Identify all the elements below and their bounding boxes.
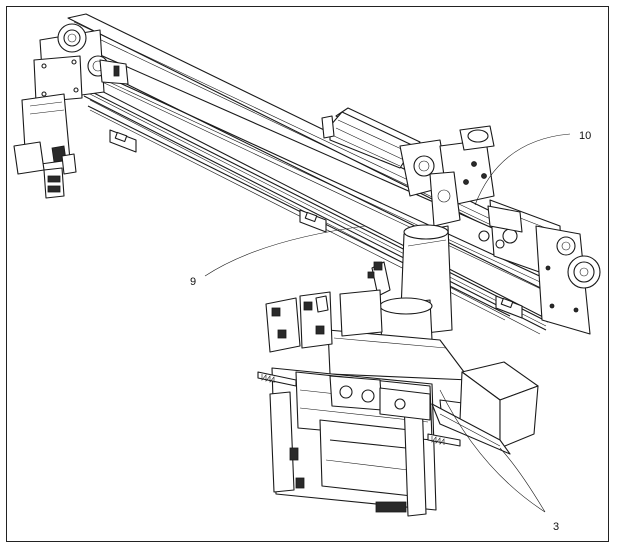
vertical-column — [367, 224, 453, 347]
left-end-bracket — [33, 23, 129, 103]
right-end-bracket — [478, 199, 601, 335]
callout-9-label: 9 — [190, 276, 196, 288]
carriage-servo-motor — [321, 107, 495, 227]
left-drive-motor — [13, 93, 77, 199]
linear-rail-beam — [67, 13, 596, 335]
head-stepper-motor — [431, 361, 539, 455]
callout-10-label: 10 — [579, 130, 591, 142]
leader-lines — [204, 133, 571, 513]
callout-3-label: 3 — [553, 521, 559, 533]
